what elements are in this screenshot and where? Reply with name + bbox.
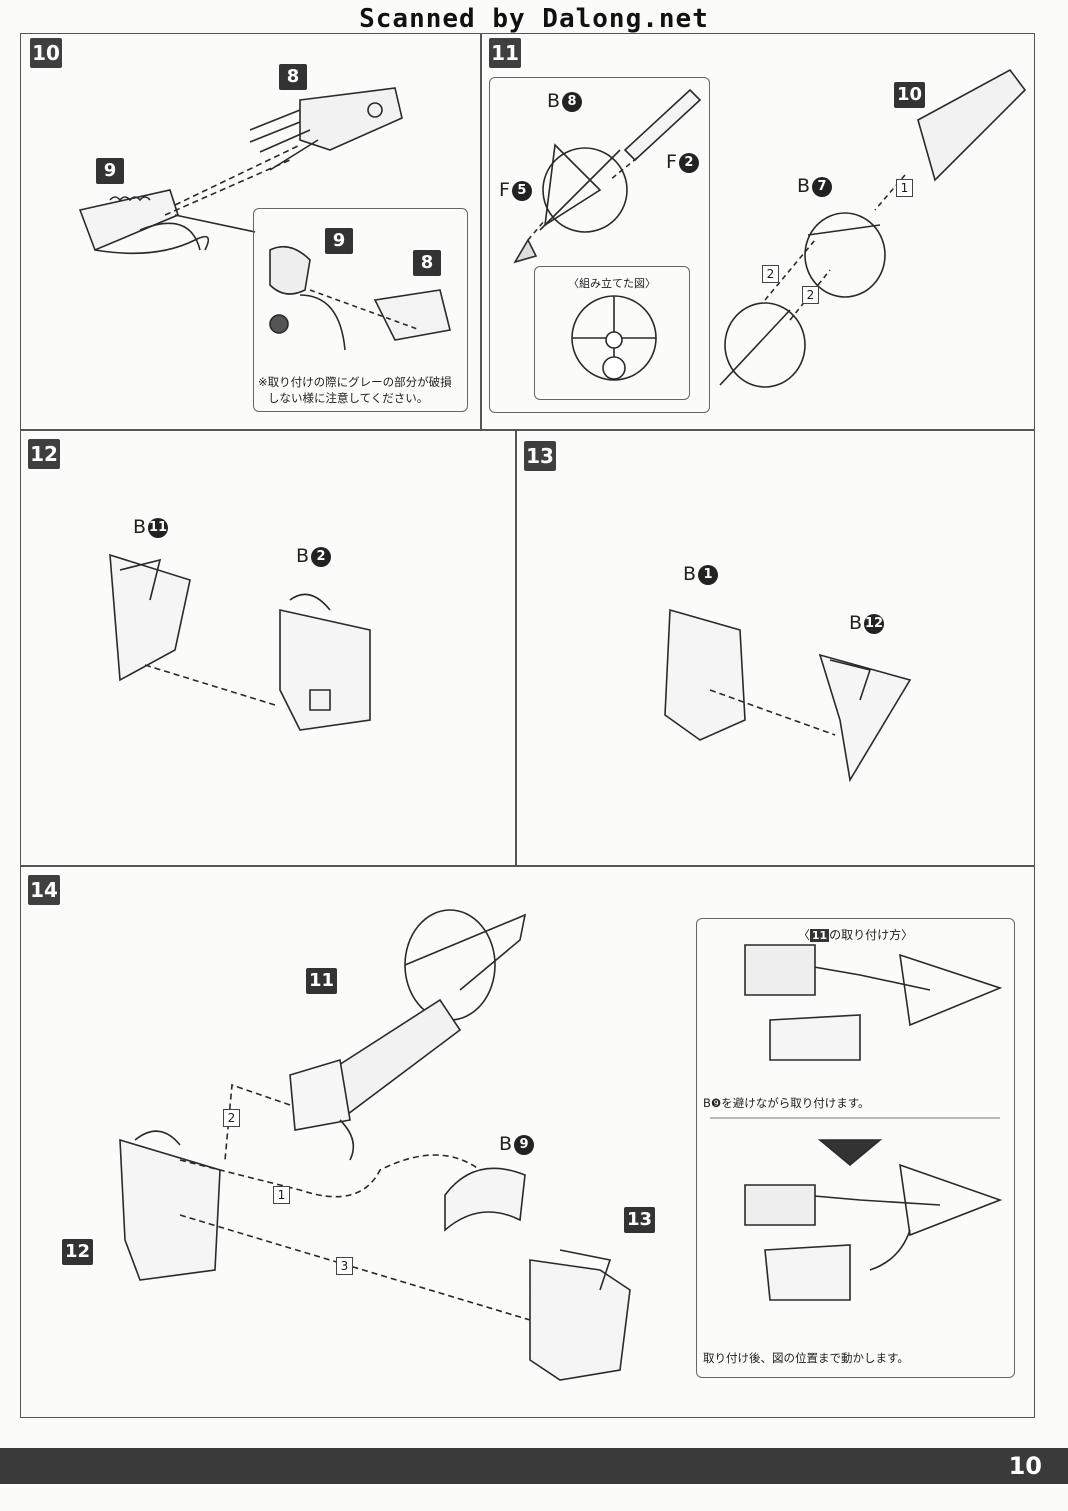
step-14-panel [20, 866, 1035, 1418]
subassembly-12-callout: 12 [62, 1239, 94, 1265]
subassembly-10-callout: 10 [894, 82, 926, 108]
sequence-1-marker: 1 [896, 179, 913, 197]
step-11-panel [481, 33, 1035, 430]
step-14-badge: 14 [28, 875, 60, 905]
caution-note-line-2: しない様に注意してください。 [268, 391, 429, 405]
sequence-3-marker: 3 [336, 1257, 353, 1275]
howto-instruction-1: B❾を避けながら取り付けます。 [703, 1096, 870, 1110]
page-number: 10 [1008, 1452, 1042, 1480]
step-13-panel [516, 430, 1035, 866]
step-10-detail-inset [253, 208, 468, 412]
attachment-howto-inset [696, 918, 1015, 1378]
step-12-badge: 12 [28, 439, 60, 469]
part-12-drawing [119, 1130, 221, 1281]
watermark-text: Scanned by Dalong.net [359, 4, 709, 34]
part-9-drawing [78, 189, 210, 255]
sequence-2-marker: 2 [223, 1109, 240, 1127]
part-13-drawing [529, 1249, 631, 1381]
part-b8-drawing [539, 143, 628, 233]
howto-instruction-2: 取り付け後、図の位置まで動かします。 [703, 1351, 909, 1365]
part-9-callout: 9 [96, 158, 124, 184]
inset-part-9-callout: 9 [325, 228, 353, 254]
part-8-drawing [249, 87, 403, 171]
inset-part-8-callout: 8 [413, 250, 441, 276]
step-11-parts-inset [489, 77, 710, 413]
sequence-1-marker: 1 [273, 1186, 290, 1204]
step-10-badge: 10 [30, 38, 62, 68]
part-b9-drawing [444, 1167, 526, 1232]
sequence-2-marker-a: 2 [762, 265, 779, 283]
part-b2-drawing [279, 593, 371, 731]
caution-note-line-1: ※取り付けの際にグレーの部分が破損 [258, 375, 452, 389]
assembled-view-inset [534, 266, 690, 400]
assembled-view-caption: 〈組み立てた図〉 [568, 277, 656, 290]
sequence-2-marker-b: 2 [802, 286, 819, 304]
subassembly-13-callout: 13 [624, 1207, 656, 1233]
step-10-panel [20, 33, 481, 430]
step-13-badge: 13 [524, 441, 556, 471]
part-8-callout: 8 [279, 64, 307, 90]
subassembly-11-callout: 11 [306, 968, 338, 994]
footer-bar [0, 1448, 1068, 1484]
step-11-badge: 11 [489, 38, 521, 68]
howto-title-badge: 11 [809, 929, 830, 942]
step-12-panel [20, 430, 516, 866]
part-11-drawing [289, 909, 527, 1161]
part-b11-drawing [109, 553, 191, 682]
